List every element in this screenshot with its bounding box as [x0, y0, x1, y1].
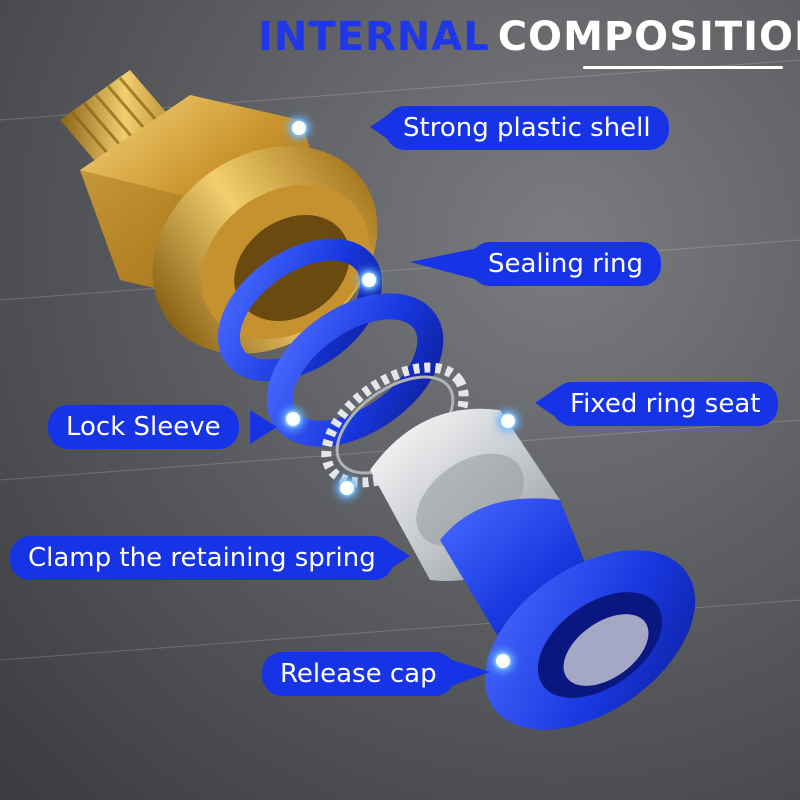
callout-dot-plastic-shell: [292, 121, 306, 135]
sealing-ring: [217, 238, 383, 382]
title-word-internal: INTERNAL: [258, 14, 490, 60]
lock-sleeve: [266, 293, 444, 447]
label-lock-sleeve: Lock Sleeve: [48, 405, 239, 449]
callout-dot-release-cap: [496, 654, 510, 668]
label-release-cap: Release cap: [262, 652, 455, 696]
callout-dot-lock-sleeve: [286, 412, 300, 426]
title-word-composition: COMPOSITION: [497, 14, 800, 60]
callout-dot-fixed-ring-seat: [501, 414, 515, 428]
label-plastic-shell: Strong plastic shell: [385, 106, 669, 150]
label-retaining-spring: Clamp the retaining spring: [10, 536, 394, 580]
release-cap: [440, 498, 696, 730]
label-fixed-ring-seat: Fixed ring seat: [552, 382, 779, 426]
title-underline: [583, 66, 783, 69]
callout-dot-retaining-spring: [340, 481, 354, 495]
callout-dot-sealing-ring: [362, 273, 376, 287]
label-sealing-ring: Sealing ring: [470, 242, 662, 286]
